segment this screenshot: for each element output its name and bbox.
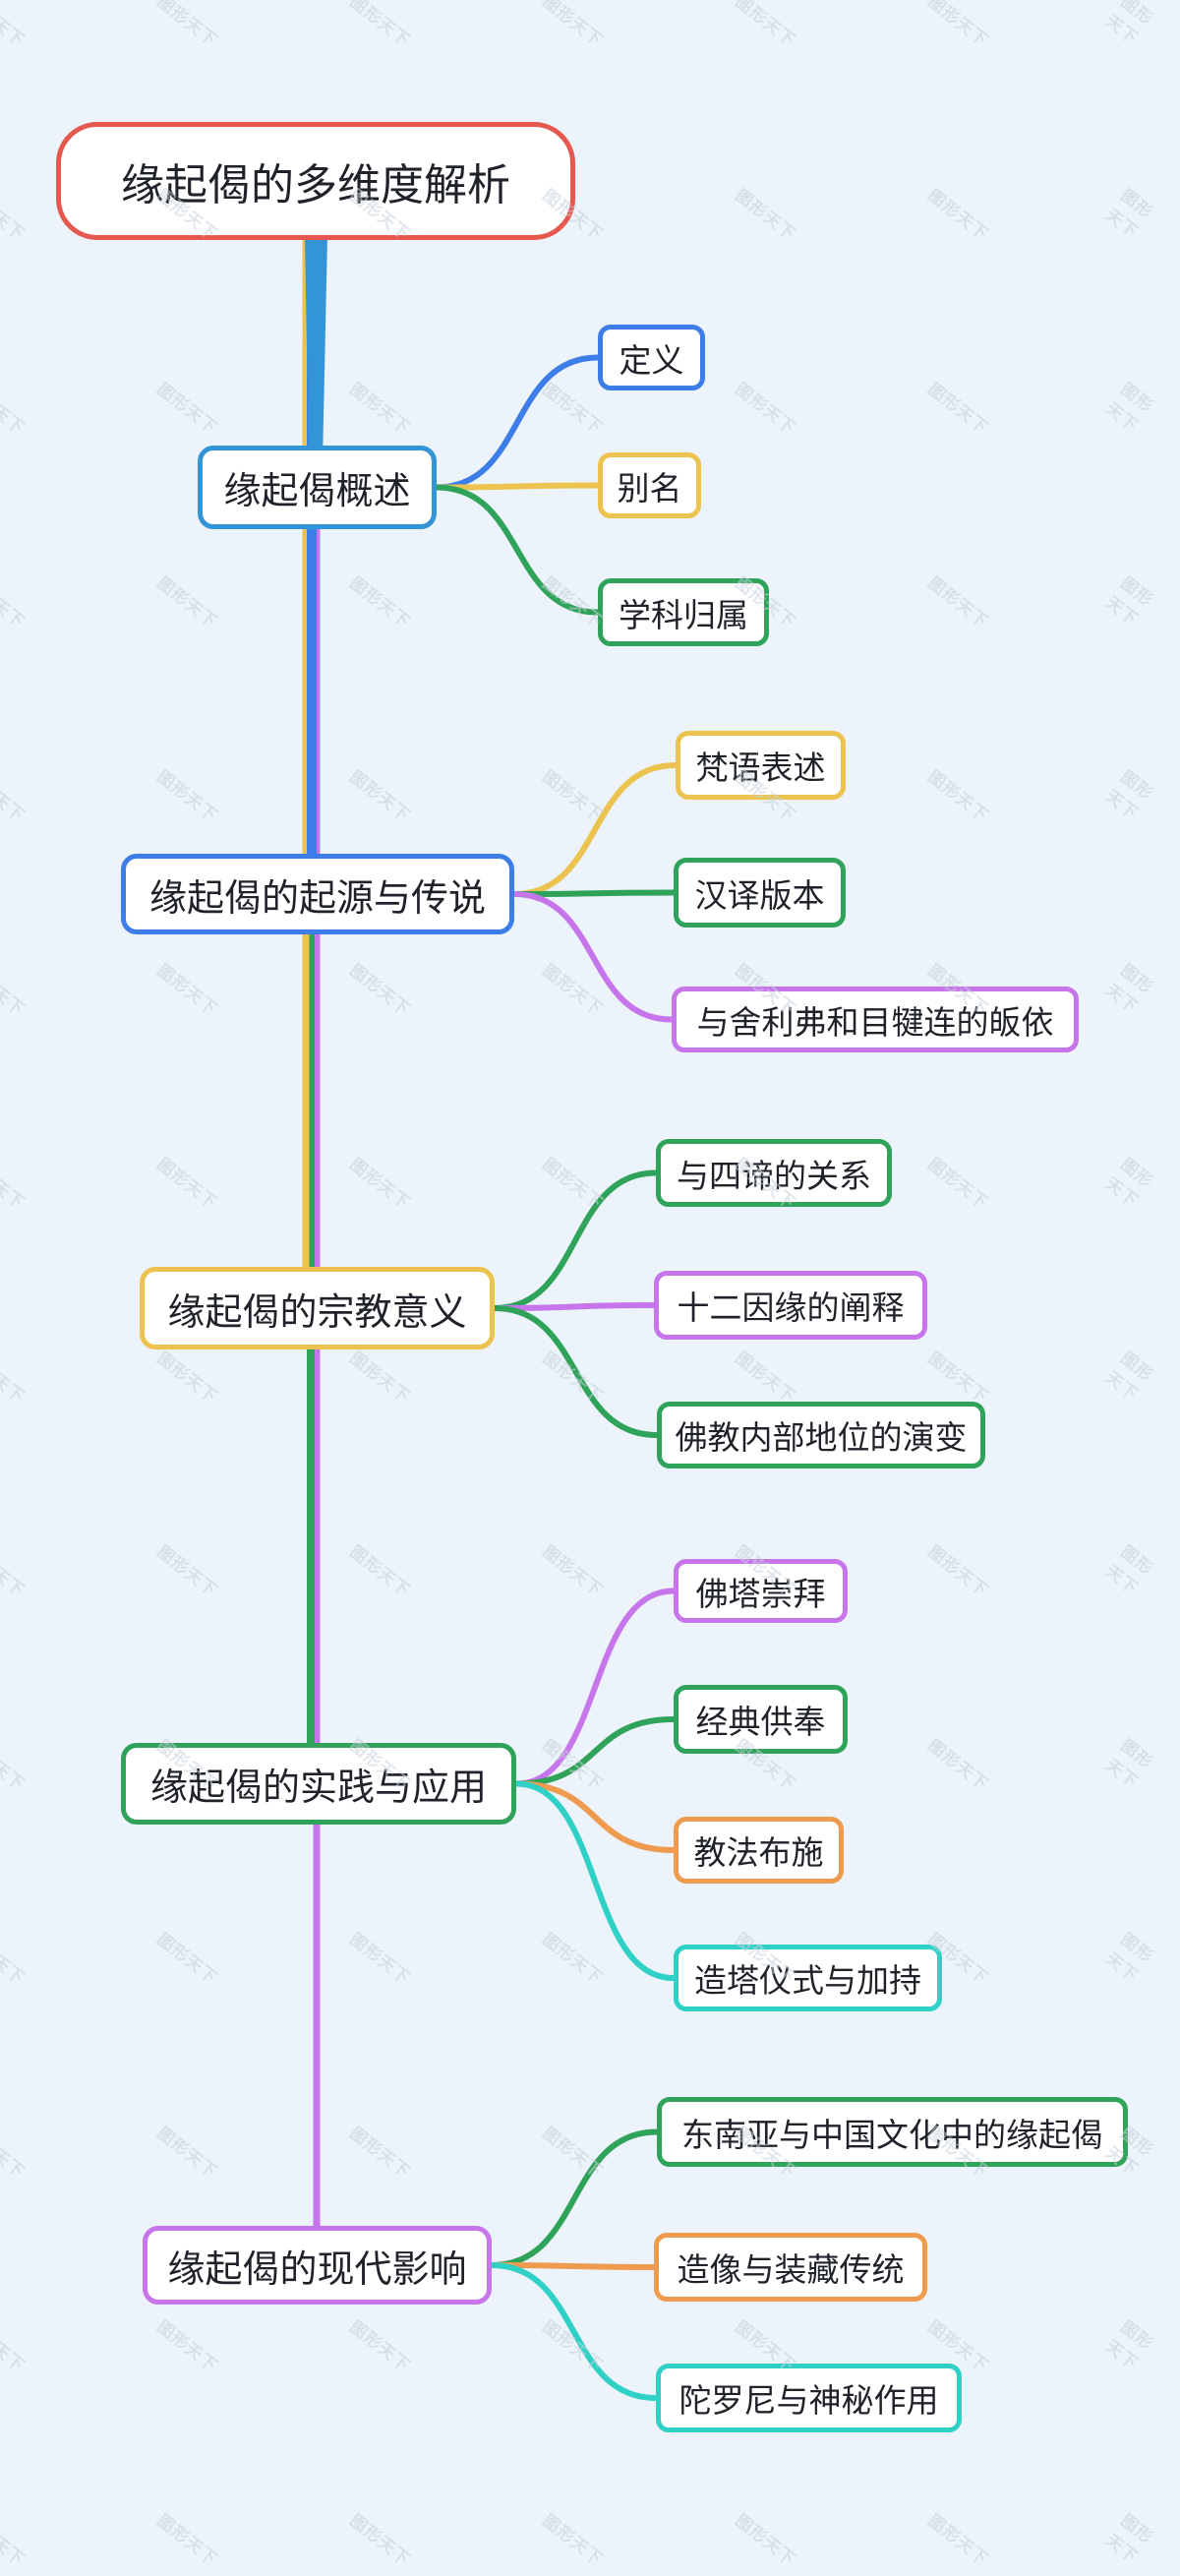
connector-line [434,482,601,491]
connector-line [513,1588,677,1787]
child-node[interactable]: 汉译版本 [674,858,846,928]
child-node[interactable]: 经典供奉 [674,1685,848,1754]
child-node[interactable]: 定义 [598,325,705,390]
branch-node[interactable]: 缘起偈概述 [198,446,437,529]
connector-line [513,1780,677,1981]
connector-line [489,2262,657,2270]
child-node[interactable]: 造像与装藏传统 [654,2233,927,2302]
child-node[interactable]: 陀罗尼与神秘作用 [656,2364,962,2432]
connector-line [513,1716,677,1787]
branch-node[interactable]: 缘起偈的现代影响 [143,2226,492,2305]
connector-line [492,1302,657,1311]
connector-line [511,762,678,897]
child-node[interactable]: 与舍利弗和目犍连的皈依 [672,987,1079,1052]
child-node[interactable]: 与四谛的关系 [656,1139,892,1207]
branch-node[interactable]: 缘起偈的实践与应用 [121,1743,516,1825]
child-node[interactable]: 佛教内部地位的演变 [657,1402,985,1468]
spine-strand [305,236,327,462]
child-node[interactable]: 学科归属 [598,578,769,646]
child-node[interactable]: 东南亚与中国文化中的缘起偈 [657,2097,1128,2167]
child-node[interactable]: 教法布施 [674,1817,844,1884]
connector-line [513,1780,677,1853]
connector-line [434,484,601,616]
connector-line [492,1305,660,1438]
child-node[interactable]: 十二因缘的阐释 [654,1271,927,1340]
connector-line [489,2128,660,2268]
branch-node[interactable]: 缘起偈的宗教意义 [140,1267,495,1349]
connector-line [511,891,675,1023]
connector-line [434,354,601,491]
child-node[interactable]: 别名 [598,452,701,518]
child-node[interactable]: 佛塔崇拜 [674,1559,848,1623]
child-node[interactable]: 梵语表述 [676,731,846,800]
connector-line [489,2262,659,2401]
connector-line [511,889,677,897]
branch-node[interactable]: 缘起偈的起源与传说 [121,854,514,934]
root-node[interactable]: 缘起偈的多维度解析 [56,122,575,240]
connector-line [492,1169,659,1311]
child-node[interactable]: 造塔仪式与加持 [674,1945,942,2011]
